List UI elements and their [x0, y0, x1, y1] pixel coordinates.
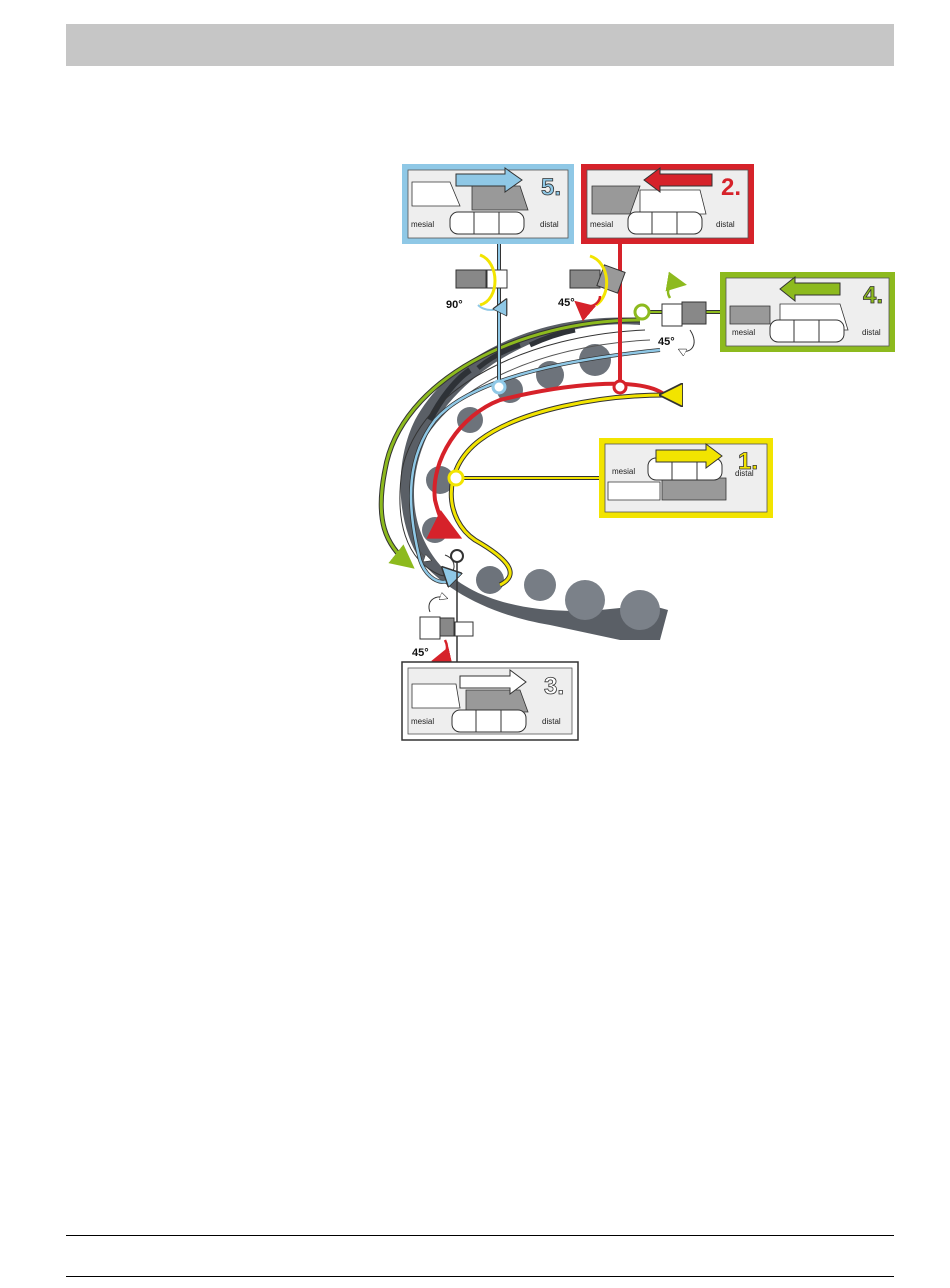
- step-3-node: [451, 550, 463, 562]
- footer-rule-bottom: [66, 1276, 894, 1277]
- step-1-number: 1.: [738, 448, 758, 475]
- step-3-box: mesial distal 3.: [402, 662, 578, 740]
- step3-rotation-indicator: 45°: [412, 597, 473, 660]
- step-5-distal-label: distal: [540, 220, 559, 229]
- step-3-distal-label: distal: [542, 717, 561, 726]
- tooth-row-icon: [450, 212, 524, 234]
- step4-angle-label: 45°: [658, 336, 675, 348]
- tooth-row-icon: [452, 710, 526, 732]
- step-5-mesial-label: mesial: [411, 220, 434, 229]
- footer-rule-top: [66, 1235, 894, 1236]
- step-2-node: [614, 381, 626, 393]
- step-2-box: mesial distal 2.: [581, 164, 754, 244]
- step3-angle-label: 45°: [412, 647, 429, 659]
- step2-rotation-indicator: 45°: [558, 256, 625, 309]
- step5-angle-label: 90°: [446, 299, 463, 311]
- step-2-mesial-label: mesial: [590, 220, 613, 229]
- step-3-mesial-label: mesial: [411, 717, 434, 726]
- step-4-mesial-label: mesial: [732, 328, 755, 337]
- step-3-number: 3.: [544, 673, 564, 700]
- step-2-distal-label: distal: [716, 220, 735, 229]
- step-1-mesial-label: mesial: [612, 467, 635, 476]
- step-4-node: [635, 305, 649, 319]
- tooth-row-icon: [628, 212, 702, 234]
- step-2-number: 2.: [721, 174, 741, 201]
- step-4-box: mesial distal 4.: [720, 272, 895, 352]
- step-1-node: [449, 471, 463, 485]
- rotation-arrow-icon: [436, 640, 447, 660]
- step4-rotation-indicator: 45°: [658, 284, 706, 352]
- step-4-number: 4.: [863, 282, 883, 309]
- tooth-row-icon: [770, 320, 844, 342]
- rotation-arrow-icon: [680, 330, 694, 351]
- step-5-node: [493, 381, 505, 393]
- step-4-distal-label: distal: [862, 328, 881, 337]
- step2-angle-label: 45°: [558, 297, 575, 309]
- step-5-number: 5.: [541, 174, 561, 201]
- step-5-box: mesial distal 5.: [402, 164, 574, 244]
- step-1-box: mesial distal 1.: [599, 438, 773, 518]
